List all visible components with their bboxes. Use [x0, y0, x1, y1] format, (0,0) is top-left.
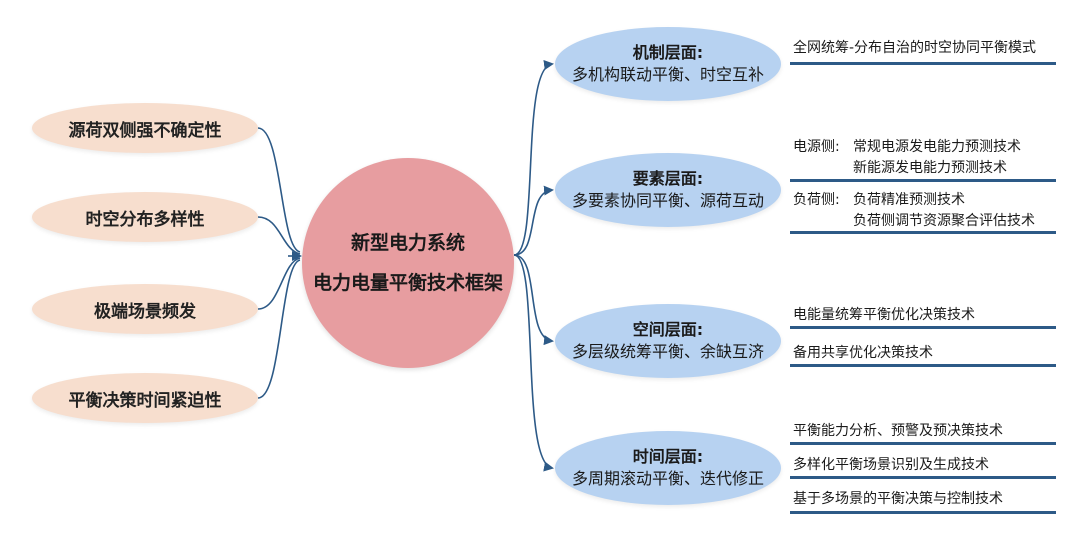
tech-load-1: 负荷精准预测技术: [853, 192, 965, 208]
layer-title: 时间层面:: [632, 447, 704, 466]
layer-node-time: 时间层面: 多周期滚动平衡、迭代修正: [555, 431, 781, 505]
tech-space-2: 备用共享优化决策技术: [793, 345, 933, 361]
connector-layer-space: [513, 254, 554, 346]
connector-challenge-4: [257, 259, 301, 399]
layer-subtitle: 多周期滚动平衡、迭代修正: [571, 469, 764, 488]
layer-node-space: 空间层面: 多层级统筹平衡、余缺互济: [555, 304, 781, 378]
tech-load-label: 负荷侧:: [793, 192, 840, 208]
center-node: 新型电力系统 电力电量平衡技术框架: [302, 158, 514, 368]
tech-source-2: 新能源发电能力预测技术: [853, 160, 1007, 176]
underline: [790, 62, 1056, 65]
tech-load-2: 负荷侧调节资源聚合评估技术: [853, 213, 1035, 229]
challenge-label: 源荷双侧强不确定性: [68, 120, 222, 141]
tech-time-1: 平衡能力分析、预警及预决策技术: [793, 423, 1003, 439]
center-title-line1: 新型电力系统: [350, 232, 465, 254]
layer-node-element: 要素层面: 多要素协同平衡、源荷互动: [555, 153, 781, 227]
connector-challenge-2: [257, 216, 301, 255]
tech-source-label: 电源侧:: [793, 139, 840, 155]
underline: [790, 326, 1056, 329]
underline: [790, 364, 1056, 367]
tech-mechanism-1: 全网统筹-分布自治的时空协同平衡模式: [793, 40, 1037, 56]
challenge-label: 极端场景频发: [94, 301, 196, 322]
underline: [790, 231, 1056, 234]
challenge-label: 时空分布多样性: [85, 209, 205, 230]
layer-title: 机制层面:: [632, 43, 704, 62]
underline: [790, 442, 1056, 445]
challenge-node-2: 时空分布多样性: [32, 192, 258, 242]
layer-subtitle: 多要素协同平衡、源荷互动: [571, 191, 764, 210]
tech-time-2: 多样化平衡场景识别及生成技术: [793, 457, 989, 473]
center-title-line2: 电力电量平衡技术框架: [312, 272, 503, 294]
underline: [790, 179, 1056, 182]
challenge-label: 平衡决策时间紧迫性: [68, 390, 222, 411]
tech-source-1: 常规电源发电能力预测技术: [853, 139, 1021, 155]
underline: [790, 511, 1056, 514]
connector-layer-time: [513, 254, 554, 472]
layer-subtitle: 多层级统筹平衡、余缺互济: [571, 342, 764, 361]
tech-time-3: 基于多场景的平衡决策与控制技术: [793, 491, 1003, 507]
challenge-node-1: 源荷双侧强不确定性: [32, 103, 258, 153]
layer-title: 空间层面:: [632, 320, 704, 339]
layer-node-mechanism: 机制层面: 多机构联动平衡、时空互补: [555, 27, 781, 101]
underline: [790, 476, 1056, 479]
challenge-node-4: 平衡决策时间紧迫性: [32, 373, 258, 423]
layer-subtitle: 多机构联动平衡、时空互补: [571, 65, 764, 84]
challenge-node-3: 极端场景频发: [32, 284, 258, 334]
layer-title: 要素层面:: [632, 169, 704, 188]
tech-space-1: 电能量统筹平衡优化决策技术: [793, 307, 975, 323]
connector-layer-mechanism: [513, 60, 554, 256]
connector-layer-element: [513, 185, 554, 256]
connector-challenge-1: [257, 127, 301, 253]
